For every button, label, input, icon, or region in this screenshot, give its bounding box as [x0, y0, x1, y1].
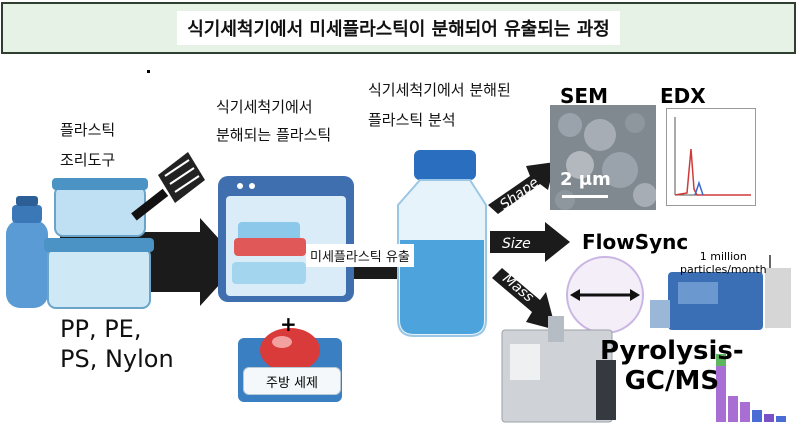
- dot: [147, 70, 150, 73]
- title-banner: 식기세척기에서 미세플라스틱이 분해되어 유출되는 과정: [1, 2, 796, 54]
- particle-sphere-icon: [566, 256, 644, 334]
- flowsync-subtitle-line2: particles/month: [680, 263, 767, 276]
- utensils-label-line1: 플라스틱: [60, 121, 116, 139]
- microplastic-release-label: 미세플라스틱 유출: [306, 244, 414, 267]
- dishwasher-icon: [218, 176, 354, 302]
- page-title: 식기세척기에서 미세플라스틱이 분해되어 유출되는 과정: [177, 11, 620, 45]
- analyzer-icon: [650, 255, 791, 330]
- arrow-size-label: Size: [502, 236, 531, 252]
- arrow-mass: [492, 268, 556, 330]
- edx-spectrum: [666, 108, 756, 206]
- arrow-size: [490, 222, 570, 262]
- bottle-icon: [397, 150, 487, 337]
- pyrolysis-label-line2: GC/MS: [624, 366, 720, 396]
- plastic-types-line2: PS, Nylon: [60, 345, 174, 373]
- gc-ms-icon: [501, 316, 616, 423]
- sem-label: SEM: [560, 84, 608, 108]
- utensils-label: 플라스틱 조리도구: [60, 118, 115, 172]
- pyrolysis-bar-chart: [716, 354, 786, 422]
- plus-sign: +: [280, 312, 297, 336]
- dishwasher-label: 식기세척기에서 분해되는 플라스틱: [216, 95, 331, 147]
- analysis-label-line1: 식기세척기에서 분해된: [368, 81, 511, 99]
- analysis-label-line2: 플라스틱 분석: [368, 111, 456, 129]
- water-bottle-icon: [6, 196, 48, 308]
- pyrolysis-label: Pyrolysis- GC/MS: [600, 336, 744, 396]
- utensils-label-line2: 조리도구: [60, 151, 116, 169]
- analysis-label: 식기세척기에서 분해된 플라스틱 분석: [368, 78, 511, 132]
- flowsync-subtitle: 1 million particles/month: [680, 250, 767, 276]
- scale-bar: [562, 195, 608, 198]
- sem-image: 2 μm: [550, 105, 656, 210]
- food-container-icon: [44, 178, 154, 309]
- scale-bar-label: 2 μm: [560, 169, 611, 190]
- plastic-types-label: PP, PE, PS, Nylon: [60, 314, 174, 374]
- arrow-shape-label: Shape: [497, 175, 542, 214]
- detergent-label: 주방 세제: [243, 367, 341, 395]
- dishwasher-label-line2: 분해되는 플라스틱: [216, 126, 332, 144]
- arrow-shape: [488, 162, 555, 214]
- spatula-icon: [131, 152, 205, 221]
- dishwasher-label-line1: 식기세척기에서: [216, 98, 313, 116]
- flowsync-subtitle-line1: 1 million: [699, 250, 747, 263]
- pyrolysis-label-line1: Pyrolysis-: [600, 336, 744, 366]
- edx-label: EDX: [660, 84, 706, 108]
- flowsync-label: FlowSync: [582, 230, 689, 254]
- plastic-types-line1: PP, PE,: [60, 315, 142, 343]
